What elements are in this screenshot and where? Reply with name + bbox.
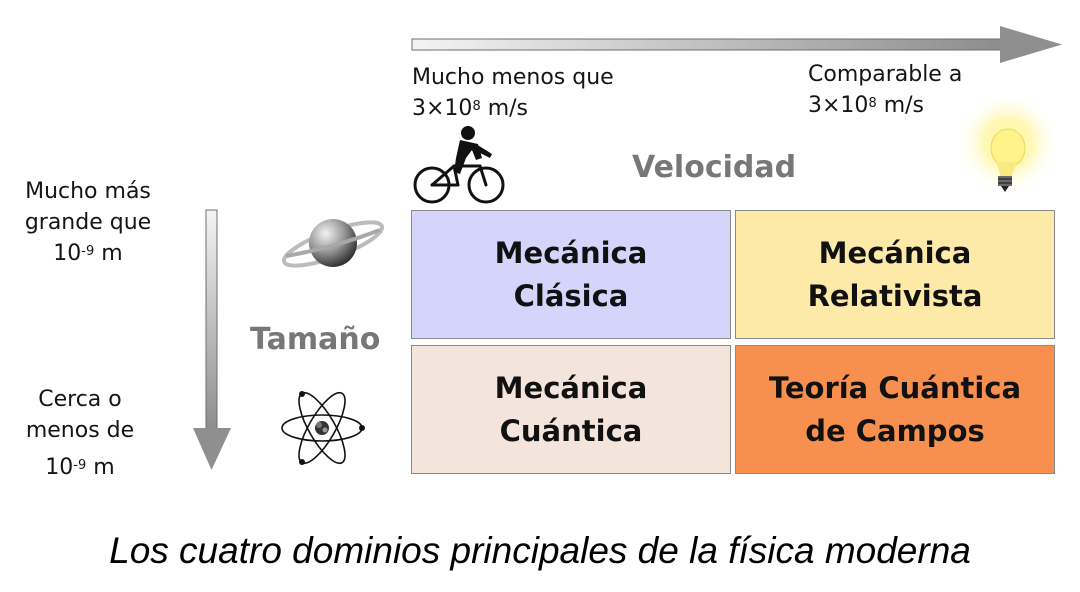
lightbulb-icon	[956, 100, 1060, 200]
figure-caption: Los cuatro dominios principales de la fí…	[109, 530, 971, 571]
atom-icon	[281, 391, 365, 465]
cyclist-icon	[413, 126, 505, 204]
low-velocity-label: Mucho menos que 3×108 m/s	[412, 65, 614, 121]
velocity-axis-title: Velocidad	[632, 150, 797, 185]
large-size-label: Mucho más grande que 10-9 m	[24, 179, 152, 266]
small-size-label: Cerca o menos de 10-9 m	[25, 387, 135, 480]
velocity-arrow	[411, 26, 1062, 63]
size-arrow	[193, 209, 231, 470]
saturn-icon	[281, 219, 385, 268]
high-velocity-label: Comparable a 3×108 m/s	[808, 62, 963, 118]
size-axis-title: Tamaño	[250, 322, 381, 357]
